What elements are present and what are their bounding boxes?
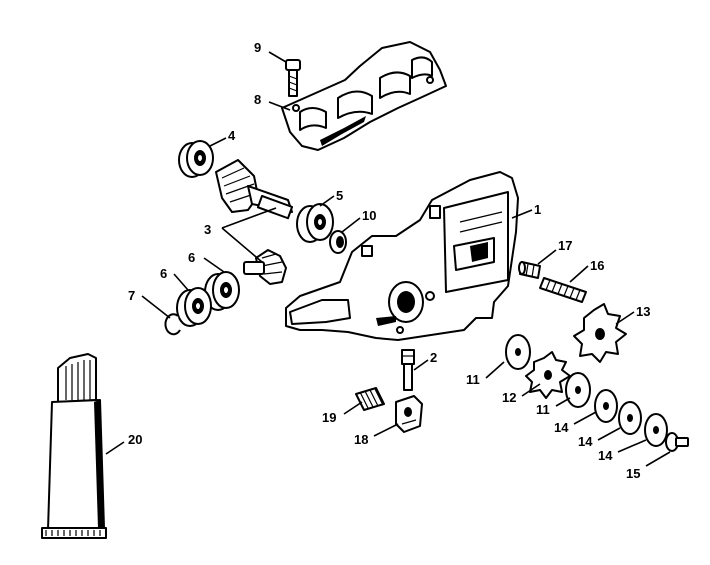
callout-10: 10 [362, 208, 376, 223]
part-13-sprocket [573, 303, 627, 363]
callout-6-b: 6 [160, 266, 167, 281]
callout-2: 2 [430, 350, 437, 365]
part-19-spring [355, 387, 385, 411]
part-3-bevel-gear-lower [243, 249, 287, 285]
part-20-grease-tube [41, 353, 107, 539]
part-17-threaded-sleeve [518, 261, 541, 279]
part-3-bevel-gear-upper [215, 159, 294, 220]
callout-3: 3 [204, 222, 211, 237]
part-11-washer-a [505, 334, 531, 370]
callout-14-b: 14 [578, 434, 593, 449]
part-4-bearing [178, 140, 214, 178]
callout-17: 17 [558, 238, 572, 253]
part-18-sliding-block [395, 395, 423, 433]
part-12-sprocket [525, 351, 571, 399]
callout-16: 16 [590, 258, 604, 273]
callout-9: 9 [254, 40, 261, 55]
part-2-pin [401, 349, 415, 391]
part-8-housing-cover [281, 41, 447, 151]
callout-20: 20 [128, 432, 142, 447]
leader-lines [105, 51, 671, 467]
callout-1: 1 [534, 202, 541, 217]
callout-14-c: 14 [598, 448, 613, 463]
callout-6-a: 6 [188, 250, 195, 265]
part-7-circlip [164, 313, 181, 336]
callout-labels: 9 8 4 3 5 10 1 6 6 7 17 16 13 2 11 12 11… [128, 40, 650, 481]
callout-14-a: 14 [554, 420, 569, 435]
callout-4: 4 [228, 128, 236, 143]
callout-7: 7 [128, 288, 135, 303]
part-14-washer-a [594, 389, 618, 423]
part-14-washer-b [618, 401, 642, 435]
part-5-bearing [296, 203, 334, 243]
part-16-threaded-stud [539, 277, 587, 303]
part-11-washer-b [565, 372, 591, 408]
callout-11-a: 11 [466, 372, 480, 387]
callout-18: 18 [354, 432, 368, 447]
callout-5: 5 [336, 188, 343, 203]
callout-11-b: 11 [536, 402, 550, 417]
part-6-bearing-b [176, 287, 212, 327]
part-15-screw [665, 432, 689, 452]
callout-8: 8 [254, 92, 261, 107]
part-9-screw [285, 59, 301, 97]
callout-12: 12 [502, 390, 516, 405]
callout-19: 19 [322, 410, 336, 425]
part-14-washer-c [644, 413, 668, 447]
callout-15: 15 [626, 466, 640, 481]
part-10-seal-ring [329, 230, 347, 254]
part-1-gear-housing [285, 171, 519, 341]
callout-13: 13 [636, 304, 650, 319]
